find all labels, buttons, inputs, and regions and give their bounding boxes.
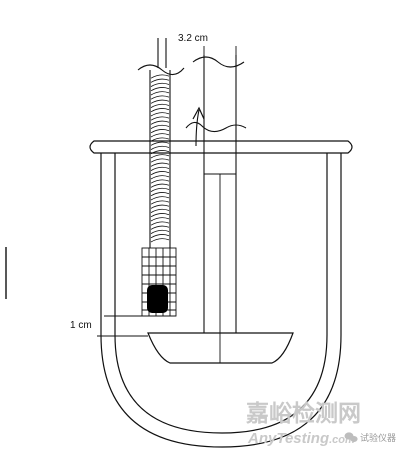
watermark-brand-cn: 嘉峪检测网	[246, 400, 361, 427]
watermark-brand-en-main: AnyTesting	[247, 430, 329, 447]
coil-turn	[150, 78, 170, 83]
coil-turn	[150, 225, 170, 230]
coil-turn	[150, 91, 170, 96]
coil-turn	[150, 162, 170, 167]
sampling-probe	[137, 38, 185, 248]
coil-turn	[150, 179, 170, 184]
coil-turn	[150, 187, 170, 192]
coil-turn	[150, 137, 170, 142]
coil-turn	[150, 124, 170, 129]
coil-turn	[150, 234, 170, 239]
watermark: 嘉峪检测网 AnyTesting.com 试验仪器	[246, 400, 396, 447]
coil-turn	[150, 145, 170, 150]
coil-turn	[150, 133, 170, 138]
paddle-blade	[147, 332, 294, 364]
coil-turn	[150, 166, 170, 171]
clearance-label: 1 cm	[70, 320, 92, 331]
coil-turn	[150, 120, 170, 125]
coil-turn	[150, 129, 170, 134]
coil-turn	[150, 229, 170, 234]
coil-turn	[150, 175, 170, 180]
coil-turn	[150, 87, 170, 92]
coil-turn	[150, 213, 170, 218]
coil-turn	[150, 192, 170, 197]
coil-turn	[150, 108, 170, 113]
coil-turn	[150, 238, 170, 243]
coil-turn	[150, 103, 170, 108]
shaft-width-dimension	[203, 46, 237, 58]
watermark-brand-en: AnyTesting.com	[247, 430, 355, 447]
watermark-badge-text: 试验仪器	[360, 432, 396, 444]
clearance-dimension	[97, 315, 176, 337]
helical-coil	[150, 74, 170, 243]
vessel-flange	[89, 140, 353, 154]
coil-turn	[150, 116, 170, 121]
coil-turn	[150, 208, 170, 213]
coil-turn	[150, 158, 170, 163]
vessel-body	[100, 153, 342, 448]
paddle-shaft	[185, 55, 247, 363]
coil-turn	[150, 221, 170, 226]
coil-turn	[150, 82, 170, 87]
coil-turn	[150, 95, 170, 100]
wechat-icon	[344, 432, 358, 442]
coil-turn	[150, 200, 170, 205]
coil-turn	[150, 112, 170, 117]
coil-turn	[150, 154, 170, 159]
shaft-width-label: 3.2 cm	[178, 33, 208, 44]
sinker	[147, 285, 168, 313]
coil-turn	[150, 217, 170, 222]
coil-turn	[150, 204, 170, 209]
coil-turn	[150, 150, 170, 155]
coil-turn	[150, 74, 170, 79]
coil-turn	[150, 99, 170, 104]
coil-turn	[150, 171, 170, 176]
coil-turn	[150, 141, 170, 146]
rotation-arrow	[192, 106, 205, 147]
coil-turn	[150, 196, 170, 201]
coil-turn	[150, 183, 170, 188]
